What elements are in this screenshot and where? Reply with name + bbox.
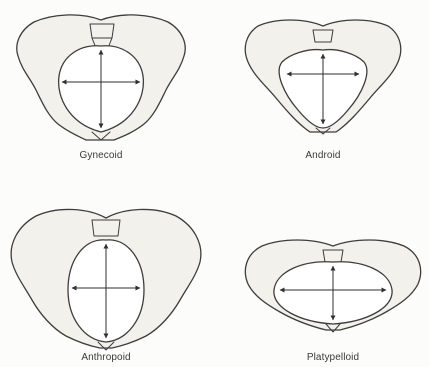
caption-anthropoid: Anthropoid bbox=[46, 352, 166, 363]
caption-gynecoid: Gynecoid bbox=[41, 150, 161, 161]
caption-platypelloid: Platypelloid bbox=[273, 352, 393, 363]
gynecoid-pelvis bbox=[17, 15, 185, 140]
android-pelvis bbox=[245, 20, 401, 134]
platypelloid-pelvis bbox=[245, 240, 420, 332]
caption-android: Android bbox=[263, 150, 383, 161]
anthropoid-pelvis bbox=[11, 209, 201, 350]
